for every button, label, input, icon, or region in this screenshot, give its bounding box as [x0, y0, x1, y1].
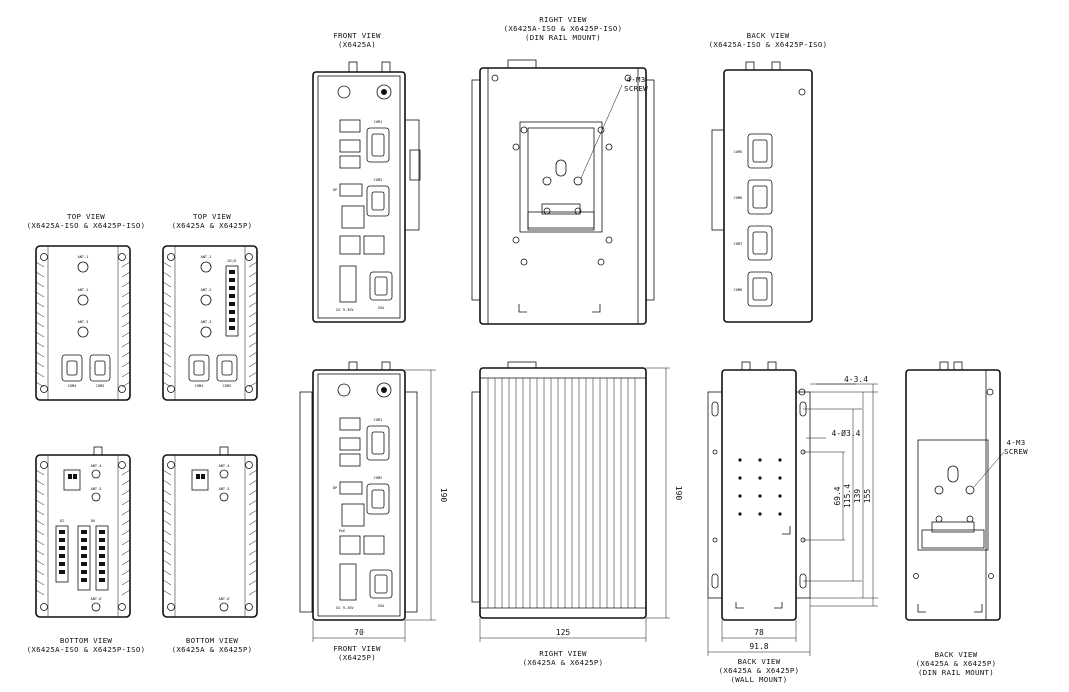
front-a-com1: COM1 [374, 120, 383, 124]
back-iso-com6: COM6 [734, 196, 743, 200]
right-din-subtitle2: (DIN RAIL MOUNT) [525, 33, 601, 42]
back-din-callout-2: SCREW [1004, 447, 1028, 456]
bottom-iso-di: DI [60, 519, 64, 523]
front-a-subtitle: (X6425A) [338, 40, 376, 49]
bottom-iso-subtitle: (X6425A-ISO & X6425P-ISO) [27, 645, 146, 654]
right-view-std: 190 125 RIGHT VIEW (X6425A & X6425P) [471, 361, 683, 667]
top-iso-ant1: ANT.1 [78, 255, 89, 259]
front-a-com2: COM2 [374, 178, 383, 182]
wall-dim-w2: 91.8 [749, 642, 768, 651]
right-din-title: RIGHT VIEW [539, 15, 587, 24]
back-view-wall: 69.4 115.4 139 155 4-3.4 4-Ø3.4 78 91.8 … [707, 361, 878, 684]
top-std-com4: COM4 [195, 384, 204, 388]
back-view-iso: BACK VIEW (X6425A-ISO & X6425P-ISO) COM5… [709, 31, 828, 323]
right-std-subtitle: (X6425A & X6425P) [523, 658, 604, 667]
wall-dim-v4: 155 [863, 489, 872, 504]
right-din-subtitle: (X6425A-ISO & X6425P-ISO) [504, 24, 623, 33]
bottom-iso-title: BOTTOM VIEW [60, 636, 112, 645]
front-p-vga: VGA [378, 604, 385, 608]
top-std-dio: DI/O [228, 259, 237, 263]
top-iso-title: TOP VIEW [67, 212, 105, 221]
bottom-iso-ant6: ANT.6 [91, 597, 102, 601]
front-p-dp: DP [333, 486, 337, 490]
back-din-subtitle2: (DIN RAIL MOUNT) [918, 668, 994, 677]
bottom-std-ant6: ANT.6 [219, 597, 230, 601]
bottom-std-subtitle: (X6425A & X6425P) [172, 645, 253, 654]
back-iso-com5: COM5 [734, 150, 743, 154]
wall-dim-hole-dia: 4-Ø3.4 [832, 428, 861, 438]
top-std-ant3: ANT.3 [201, 320, 212, 324]
front-view-p: COM1 COM2 DP PoE DC 9-36V VGA 190 70 FRO… [299, 361, 448, 662]
wall-dim-holes: 4-3.4 [844, 375, 868, 384]
back-iso-title: BACK VIEW [747, 31, 790, 40]
front-a-dc: DC 9-36V [336, 308, 354, 312]
wall-dim-v2: 115.4 [843, 484, 852, 508]
back-iso-com7: COM7 [734, 242, 743, 246]
back-wall-subtitle2: (WALL MOUNT) [731, 675, 788, 684]
bottom-view-iso: ANT.4 ANT.5 ANT.6 DI DO BOTTOM VIEW (X64… [27, 446, 146, 654]
bottom-iso-ant4: ANT.4 [91, 464, 102, 468]
front-p-height-dim: 190 [439, 488, 448, 503]
front-p-com2: COM2 [374, 476, 383, 480]
bottom-iso-ant5: ANT.5 [91, 487, 102, 491]
bottom-view-std: ANT.4 ANT.5 ANT.6 BOTTOM VIEW (X6425A & … [162, 446, 258, 654]
front-a-dp: DP [333, 188, 337, 192]
front-p-title: FRONT VIEW [333, 644, 381, 653]
right-std-height-dim: 190 [674, 486, 683, 501]
front-p-dc: DC 9-36V [336, 606, 354, 610]
bottom-iso-do: DO [91, 519, 95, 523]
top-view-iso: TOP VIEW (X6425A-ISO & X6425P-ISO) ANT.1… [27, 212, 146, 401]
back-iso-com8: COM8 [734, 288, 743, 292]
front-a-vga: VGA [378, 306, 385, 310]
front-a-title: FRONT VIEW [333, 31, 381, 40]
right-std-width-dim: 125 [556, 628, 571, 637]
back-din-callout-1: 4-M3 [1007, 438, 1026, 447]
back-din-subtitle: (X6425A & X6425P) [916, 659, 997, 668]
top-iso-com3: COM3 [96, 384, 105, 388]
top-std-subtitle: (X6425A & X6425P) [172, 221, 253, 230]
top-view-std: TOP VIEW (X6425A & X6425P) ANT.1 ANT.2 A… [162, 212, 258, 401]
front-p-width-dim: 70 [354, 628, 364, 637]
wall-dim-v1: 69.4 [833, 486, 842, 505]
top-std-com3: COM3 [223, 384, 232, 388]
front-view-a: FRONT VIEW (X6425A) COM1 COM2 DP DC 9-36… [312, 31, 421, 323]
right-view-din: RIGHT VIEW (X6425A-ISO & X6425P-ISO) (DI… [471, 15, 655, 325]
top-iso-ant3: ANT.3 [78, 320, 89, 324]
top-iso-com4: COM4 [68, 384, 77, 388]
wall-dim-w1: 78 [754, 628, 764, 637]
top-std-ant2: ANT.2 [201, 288, 212, 292]
back-wall-title: BACK VIEW [738, 657, 781, 666]
right-std-title: RIGHT VIEW [539, 649, 587, 658]
front-p-com1: COM1 [374, 418, 383, 422]
wall-dim-v3: 139 [853, 489, 862, 504]
top-std-ant1: ANT.1 [201, 255, 212, 259]
back-view-din: 4-M3 SCREW BACK VIEW (X6425A & X6425P) (… [905, 361, 1028, 677]
right-din-callout-1: 4-M3 [627, 75, 646, 84]
back-iso-subtitle: (X6425A-ISO & X6425P-ISO) [709, 40, 828, 49]
top-iso-subtitle: (X6425A-ISO & X6425P-ISO) [27, 221, 146, 230]
top-iso-ant2: ANT.2 [78, 288, 89, 292]
front-p-poe: PoE [339, 529, 346, 533]
top-std-title: TOP VIEW [193, 212, 231, 221]
back-wall-subtitle: (X6425A & X6425P) [719, 666, 800, 675]
bottom-std-ant5: ANT.5 [219, 487, 230, 491]
back-din-title: BACK VIEW [935, 650, 978, 659]
front-p-subtitle: (X6425P) [338, 653, 376, 662]
right-din-callout-2: SCREW [624, 84, 648, 93]
bottom-std-title: BOTTOM VIEW [186, 636, 238, 645]
bottom-std-ant4: ANT.4 [219, 464, 230, 468]
